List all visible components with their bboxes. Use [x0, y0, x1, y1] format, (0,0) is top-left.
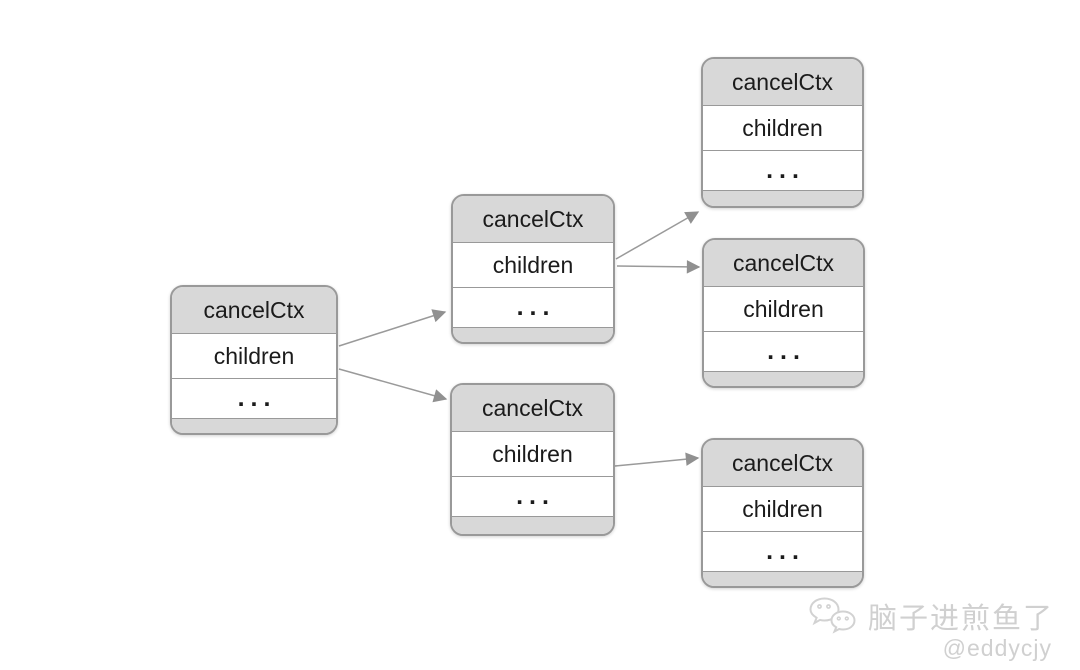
arrow-root-to-child2 — [338, 368, 448, 403]
node-field-children: children — [172, 334, 336, 379]
node-cancelctx-child2: cancelCtx children ... — [450, 383, 615, 536]
arrow-child1-to-grandchild1 — [615, 211, 700, 260]
node-field-ellipsis: ... — [452, 477, 613, 517]
node-field-ellipsis: ... — [453, 288, 613, 328]
node-footer — [452, 517, 613, 534]
node-footer — [453, 328, 613, 342]
node-field-children: children — [703, 106, 862, 151]
node-cancelctx-root: cancelCtx children ... — [170, 285, 338, 435]
node-field-children: children — [453, 243, 613, 288]
node-field-children: children — [703, 487, 862, 532]
node-cancelctx-child1: cancelCtx children ... — [451, 194, 615, 344]
node-field-ellipsis: ... — [172, 379, 336, 419]
node-footer — [704, 372, 863, 386]
arrow-child2-to-grandchild3 — [614, 452, 700, 467]
node-title: cancelCtx — [172, 287, 336, 334]
node-field-ellipsis: ... — [703, 151, 862, 191]
node-field-ellipsis: ... — [703, 532, 862, 572]
watermark: 脑子进煎鱼了 @eddycjy — [807, 595, 1054, 662]
node-footer — [703, 572, 862, 586]
node-title: cancelCtx — [453, 196, 613, 243]
node-title: cancelCtx — [703, 59, 862, 106]
node-footer — [703, 191, 862, 206]
node-footer — [172, 419, 336, 433]
arrow-child1-to-grandchild2 — [616, 260, 701, 274]
node-field-children: children — [452, 432, 613, 477]
node-field-ellipsis: ... — [704, 332, 863, 372]
arrow-root-to-child1 — [338, 309, 447, 347]
node-cancelctx-grandchild1: cancelCtx children ... — [701, 57, 864, 208]
watermark-name: 脑子进煎鱼了 — [867, 603, 1054, 635]
node-title: cancelCtx — [703, 440, 862, 487]
node-cancelctx-grandchild3: cancelCtx children ... — [701, 438, 864, 588]
wechat-icon — [807, 595, 859, 637]
watermark-handle: @eddycjy — [942, 635, 1052, 661]
node-title: cancelCtx — [452, 385, 613, 432]
node-title: cancelCtx — [704, 240, 863, 287]
node-field-children: children — [704, 287, 863, 332]
node-cancelctx-grandchild2: cancelCtx children ... — [702, 238, 865, 388]
